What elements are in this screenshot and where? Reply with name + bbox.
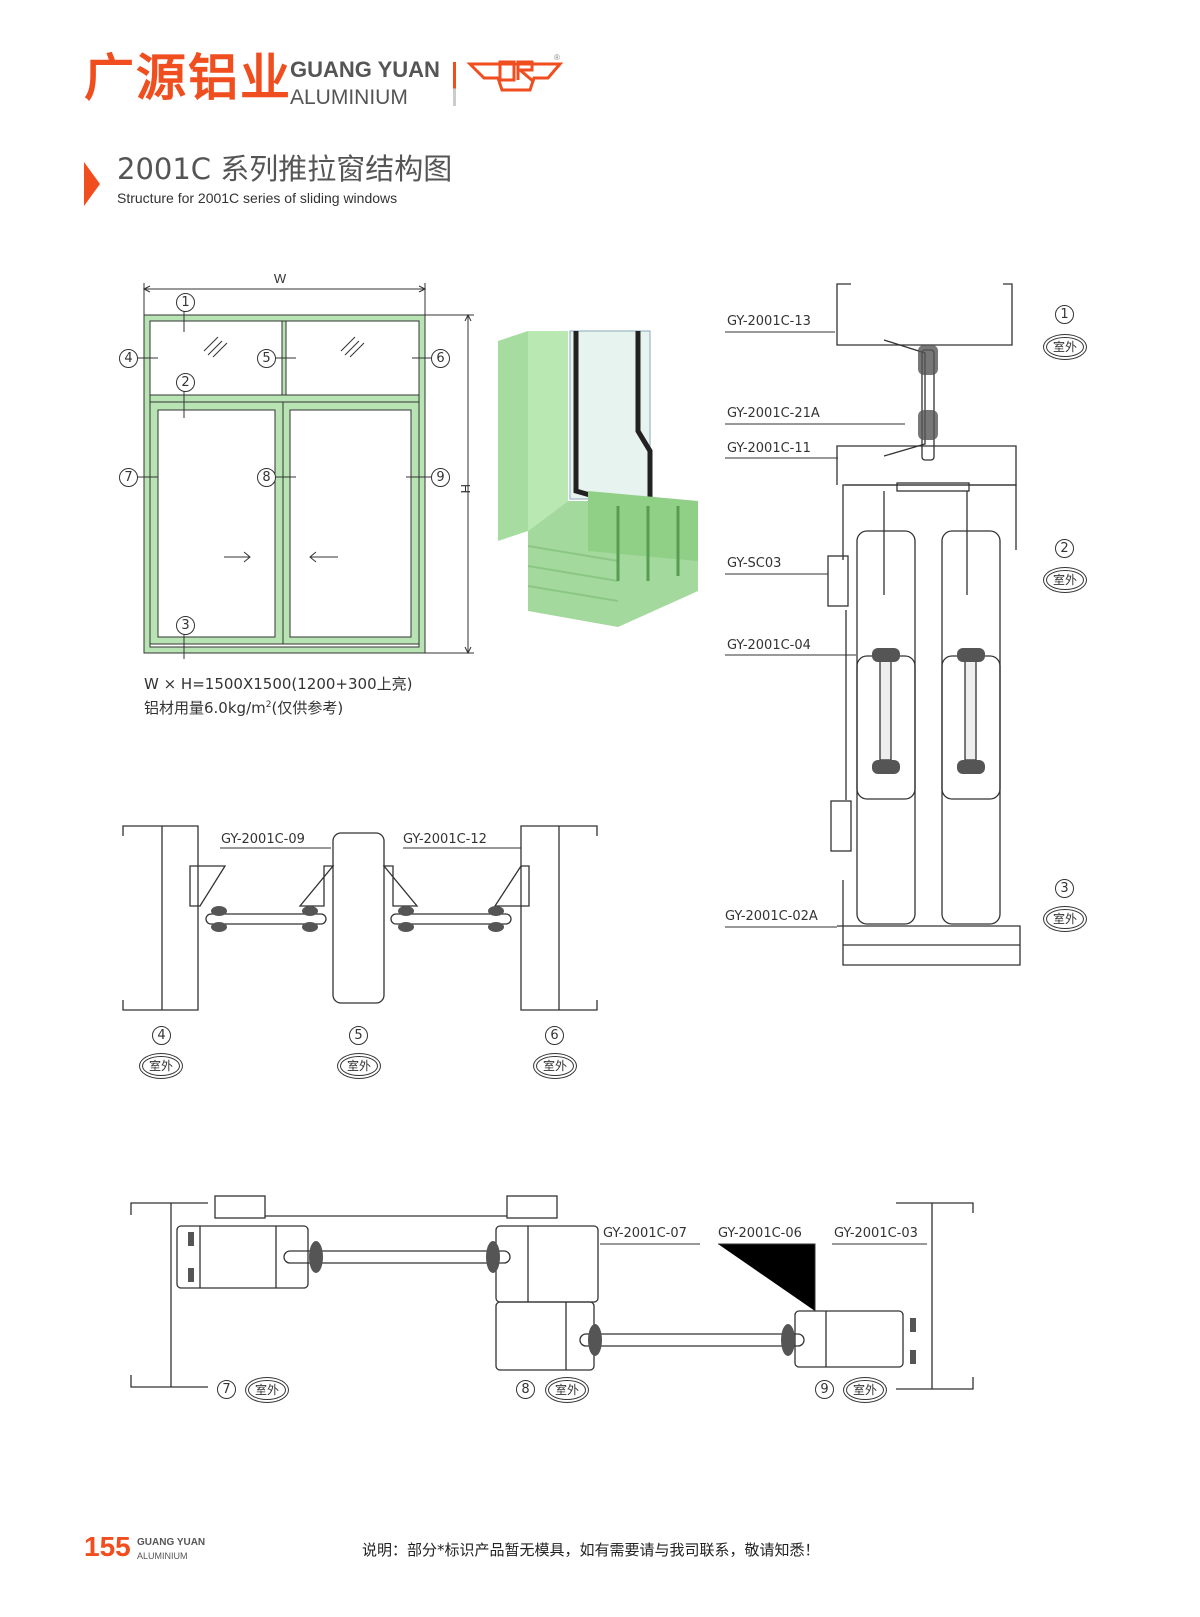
outside-badge: 室外 — [1046, 337, 1084, 357]
part-label: GY-2001C-09 — [221, 832, 305, 847]
section-marker-8: 8 — [516, 1380, 535, 1399]
brand-subtitle-en: ALUMINIUM — [290, 86, 408, 109]
outside-badge: 室外 — [142, 1056, 180, 1076]
vertical-section-drawing — [725, 283, 1021, 966]
section-marker-4: 4 — [152, 1026, 171, 1045]
title-marker — [84, 162, 100, 206]
section-marker-2: 2 — [1055, 539, 1074, 558]
marker-3: 3 — [176, 616, 195, 635]
footer-brand: GUANG YUAN — [137, 1537, 206, 1548]
outside-badge: 室外 — [536, 1056, 574, 1076]
window-size-spec: W × H=1500X1500(1200+300上亮) — [144, 675, 413, 693]
section-marker-6: 6 — [545, 1026, 564, 1045]
footer-note: 说明：部分*标识产品暂无模具，如有需要请与我司联系，敬请知悉！ — [362, 1541, 820, 1559]
marker-2: 2 — [176, 373, 195, 392]
transom-section-drawing — [122, 825, 598, 1011]
page-number: 155 — [84, 1531, 131, 1562]
brand-name-en: GUANG YUAN — [290, 57, 440, 82]
section-marker-3: 3 — [1055, 879, 1074, 898]
sash-section-drawing — [130, 1195, 974, 1390]
height-label: H — [458, 484, 473, 493]
page-subtitle: Structure for 2001C series of sliding wi… — [117, 190, 398, 206]
outside-badge: 室外 — [1046, 570, 1084, 590]
marker-1: 1 — [176, 293, 195, 312]
marker-5: 5 — [257, 349, 276, 368]
profile-3d-render — [498, 330, 698, 627]
outside-badge: 室外 — [340, 1056, 378, 1076]
width-label: W — [274, 271, 287, 286]
outside-badge: 室外 — [1046, 909, 1084, 929]
outside-badge: 室外 — [548, 1380, 586, 1400]
footer-brand-sub: ALUMINIUM — [137, 1551, 188, 1561]
page-title: 2001C 系列推拉窗结构图 — [117, 152, 453, 186]
usage-note: (仅供参考) — [271, 699, 344, 717]
part-label: GY-2001C-13 — [727, 314, 811, 329]
part-label: GY-2001C-11 — [727, 441, 811, 456]
part-label: GY-2001C-07 — [603, 1226, 687, 1241]
brand-logo-icon: ® — [466, 53, 564, 92]
part-label: GY-2001C-12 — [403, 832, 487, 847]
brand-divider — [453, 62, 456, 106]
svg-text:®: ® — [554, 53, 560, 62]
section-marker-7: 7 — [217, 1380, 236, 1399]
marker-7: 7 — [119, 468, 138, 487]
marker-8: 8 — [257, 468, 276, 487]
usage-text: 铝材用量6.0kg/m — [144, 699, 266, 717]
part-label: GY-2001C-02A — [725, 909, 818, 924]
usage-exponent: 2 — [265, 700, 272, 710]
outside-badge: 室外 — [248, 1380, 286, 1400]
marker-9: 9 — [431, 468, 450, 487]
part-label: GY-2001C-21A — [727, 406, 820, 421]
section-marker-1: 1 — [1055, 305, 1074, 324]
part-label: GY-2001C-04 — [727, 638, 811, 653]
section-marker-5: 5 — [349, 1026, 368, 1045]
part-label: GY-2001C-06 — [718, 1226, 802, 1241]
outside-badge: 室外 — [846, 1380, 884, 1400]
window-elevation: W H — [137, 271, 474, 659]
part-label: GY-SC03 — [727, 556, 782, 571]
brand-name-cn: 广源铝业 — [84, 49, 292, 107]
part-label: GY-2001C-03 — [834, 1226, 918, 1241]
section-marker-9: 9 — [815, 1380, 834, 1399]
marker-4: 4 — [119, 349, 138, 368]
material-usage-spec: 铝材用量6.0kg/m2(仅供参考) — [144, 699, 343, 717]
marker-6: 6 — [431, 349, 450, 368]
